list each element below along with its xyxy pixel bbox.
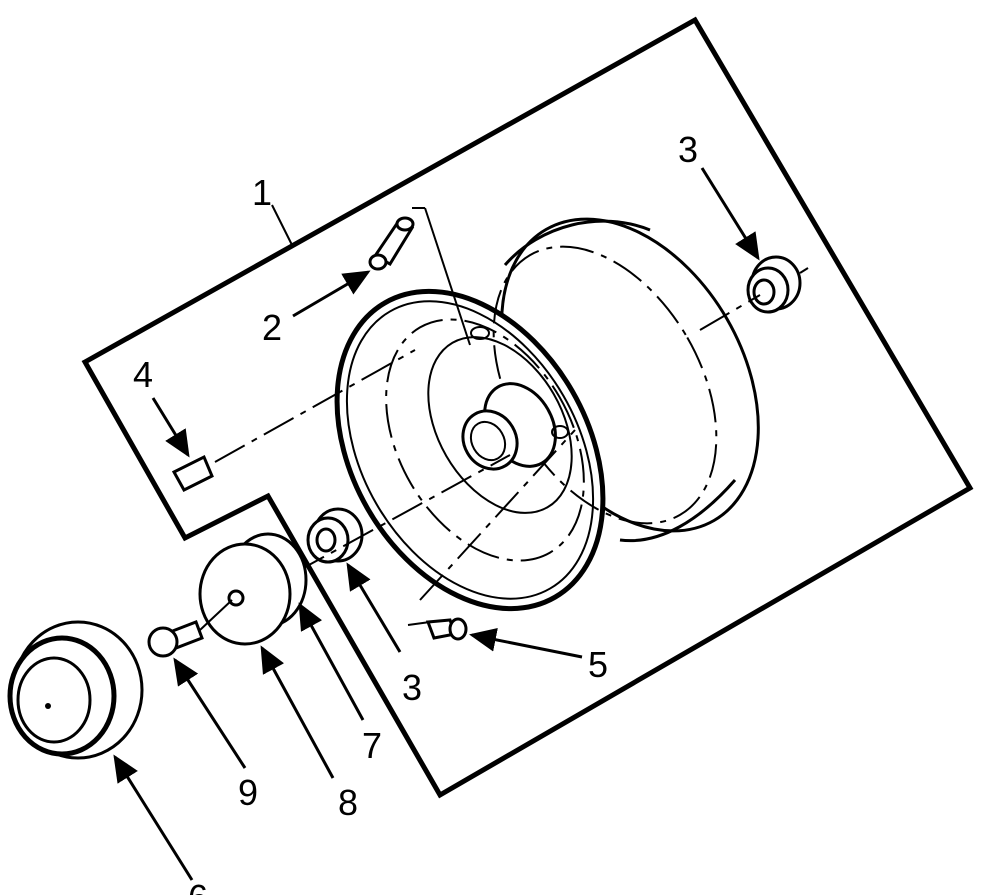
callout-2: 2 (262, 307, 282, 348)
bearing-right (746, 255, 809, 314)
callout-5: 5 (588, 644, 608, 685)
leader-2 (292, 270, 371, 318)
axle-centerline (244, 454, 511, 601)
wheel-cap (7, 620, 144, 760)
bolt (425, 617, 468, 641)
leader-8 (260, 645, 335, 779)
valve-centerline-2 (424, 207, 471, 346)
axle-centerline-right (699, 294, 761, 331)
bolt-centerline (419, 429, 576, 601)
valve-stem (368, 216, 415, 271)
leader-3-lower (346, 562, 402, 653)
wheel-rim (334, 217, 760, 612)
callout-1: 1 (252, 172, 272, 213)
leader-4 (151, 397, 190, 458)
leader-7 (298, 602, 365, 721)
screw (147, 620, 204, 658)
callout-7: 7 (362, 725, 382, 766)
callout-9: 9 (238, 772, 258, 813)
leader-9 (173, 657, 247, 769)
weight-centerline (214, 349, 416, 463)
screw-centerline (199, 599, 233, 631)
leader-5 (469, 627, 583, 659)
hub-flange (198, 532, 308, 646)
leader-3-right (700, 167, 760, 261)
callout-6: 6 (188, 877, 208, 895)
leader-6 (113, 754, 194, 881)
callout-8: 8 (338, 782, 358, 823)
callout-3-lower: 3 (402, 667, 422, 708)
balance-weight (171, 454, 214, 492)
assembly-boundary (81, 16, 974, 799)
callout-3-right: 3 (678, 129, 698, 170)
callout-4: 4 (133, 354, 153, 395)
bolt-centerline-2 (407, 621, 431, 626)
bearing-lower (306, 507, 364, 564)
callout-1-leader (271, 204, 293, 246)
